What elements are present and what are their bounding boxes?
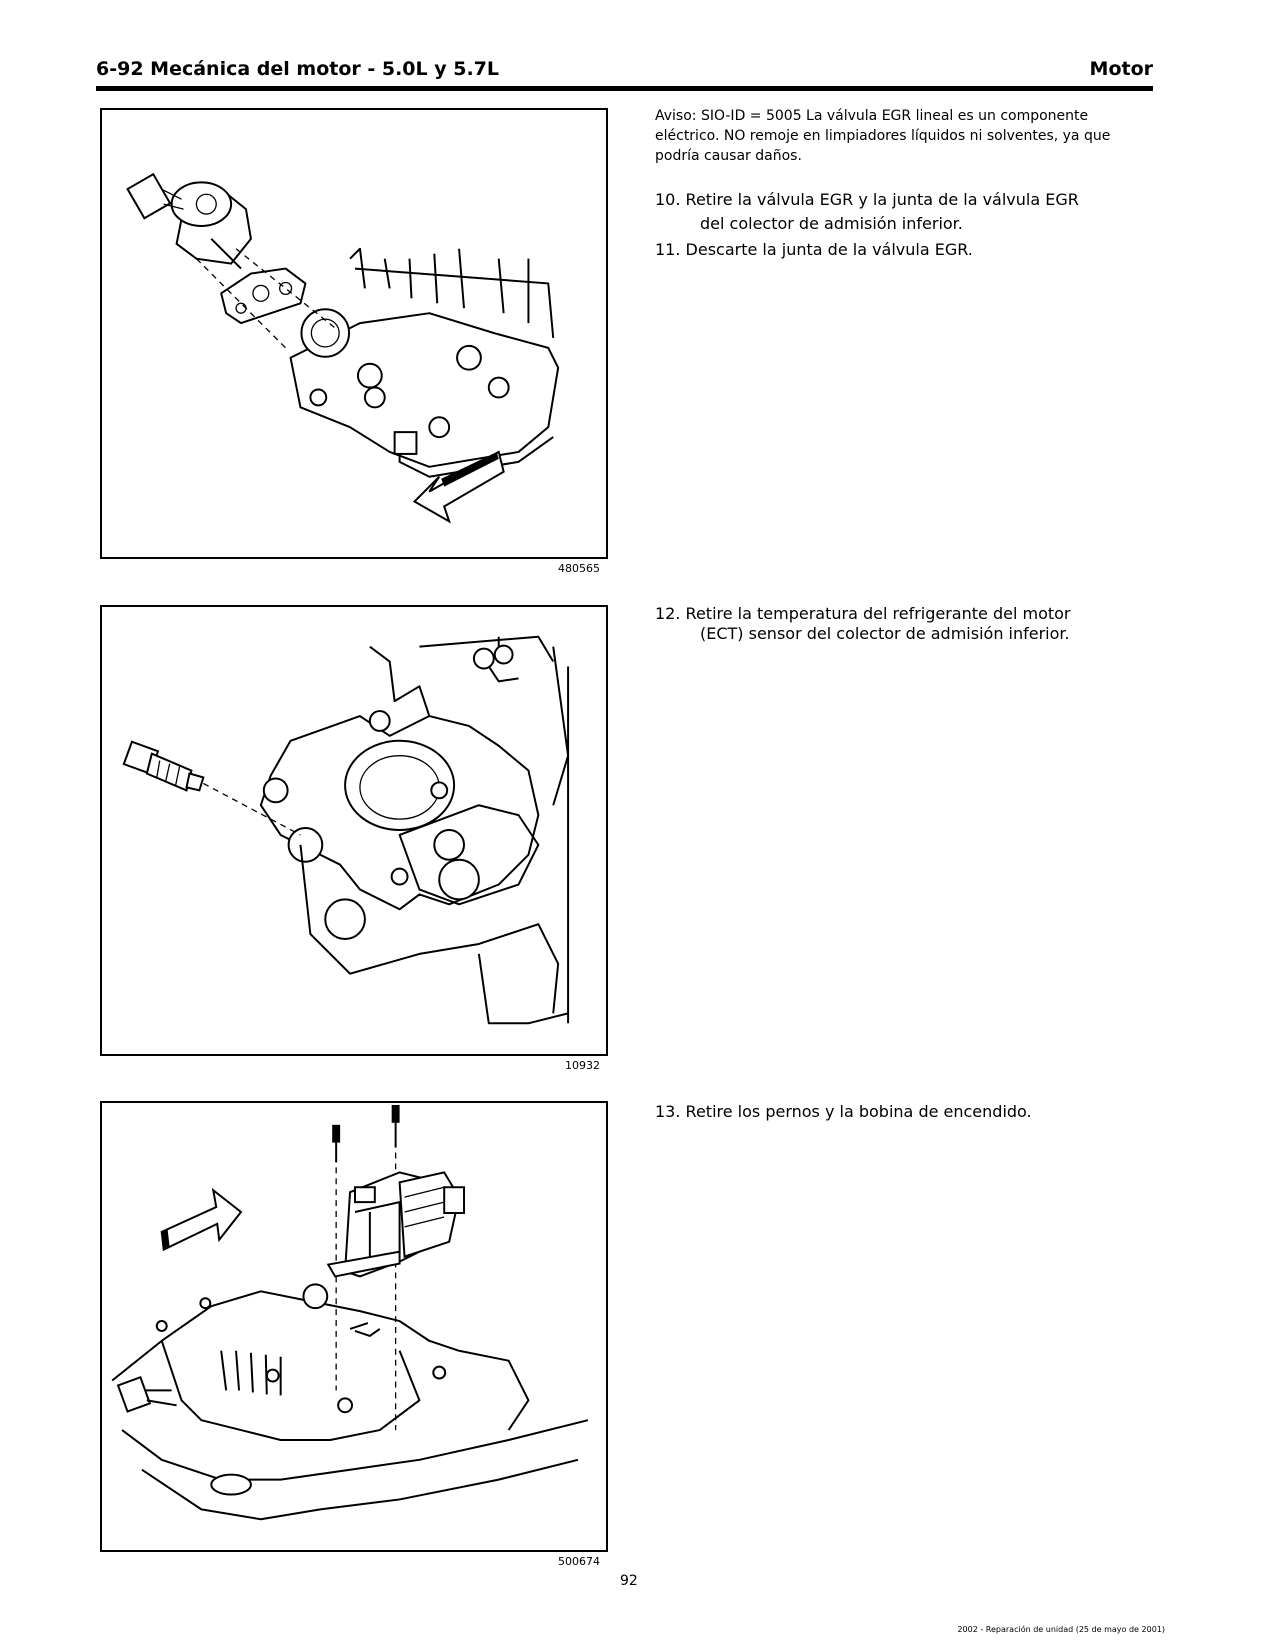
step-text: Retire la temperatura del refrigerante d…: [685, 604, 1071, 623]
step-text-continued: (ECT) sensor del colector de admisión in…: [700, 624, 1070, 643]
step-item: 11. Descarte la junta de la válvula EGR.: [655, 238, 1135, 262]
figure-id: 500674: [558, 1555, 600, 1568]
figure-id: 480565: [558, 562, 600, 575]
step-text-continued: del colector de admisión inferior.: [700, 214, 963, 233]
page-header-section: Motor: [1089, 58, 1153, 80]
page-header-title: 6-92 Mecánica del motor - 5.0L y 5.7L: [96, 58, 500, 80]
egr-valve-icon: [126, 172, 252, 270]
step-text: Retire la válvula EGR y la junta de la v…: [685, 190, 1079, 209]
step-number: 10.: [655, 190, 681, 209]
figure-egr-valve: [100, 108, 608, 559]
step-number: 11.: [655, 240, 681, 259]
ect-sensor-icon: [122, 740, 205, 792]
direction-arrow-icon: [412, 450, 505, 524]
notice-text: Aviso: SIO-ID = 5005 La válvula EGR line…: [655, 108, 1111, 164]
ignition-coil-illustration: [111, 1104, 589, 1521]
step-item: 10. Retire la válvula EGR y la junta de …: [655, 188, 1135, 236]
egr-valve-illustration: [126, 172, 560, 524]
egr-gasket-icon: [220, 267, 307, 325]
figure-ignition-coil: [100, 1101, 608, 1552]
ignition-coil-icon: [326, 1171, 466, 1278]
step-text: Retire los pernos y la bobina de encendi…: [685, 1102, 1032, 1121]
step-number: 13.: [655, 1102, 681, 1121]
ect-sensor-illustration: [122, 635, 570, 1025]
header-divider: [96, 86, 1153, 91]
bolt-icon: [332, 1104, 400, 1163]
figure-id: 10932: [565, 1059, 600, 1072]
footer-note: 2002 - Reparación de unidad (25 de mayo …: [957, 1625, 1165, 1634]
page-number: 92: [620, 1573, 638, 1589]
step-number: 12.: [655, 604, 681, 623]
direction-arrow-icon: [160, 1187, 243, 1252]
step-text: Descarte la junta de la válvula EGR.: [685, 240, 973, 259]
step-item: 13. Retire los pernos y la bobina de enc…: [655, 1100, 1135, 1124]
step-item: 12. Retire la temperatura del refrigeran…: [655, 604, 1135, 644]
figure-ect-sensor: [100, 605, 608, 1056]
